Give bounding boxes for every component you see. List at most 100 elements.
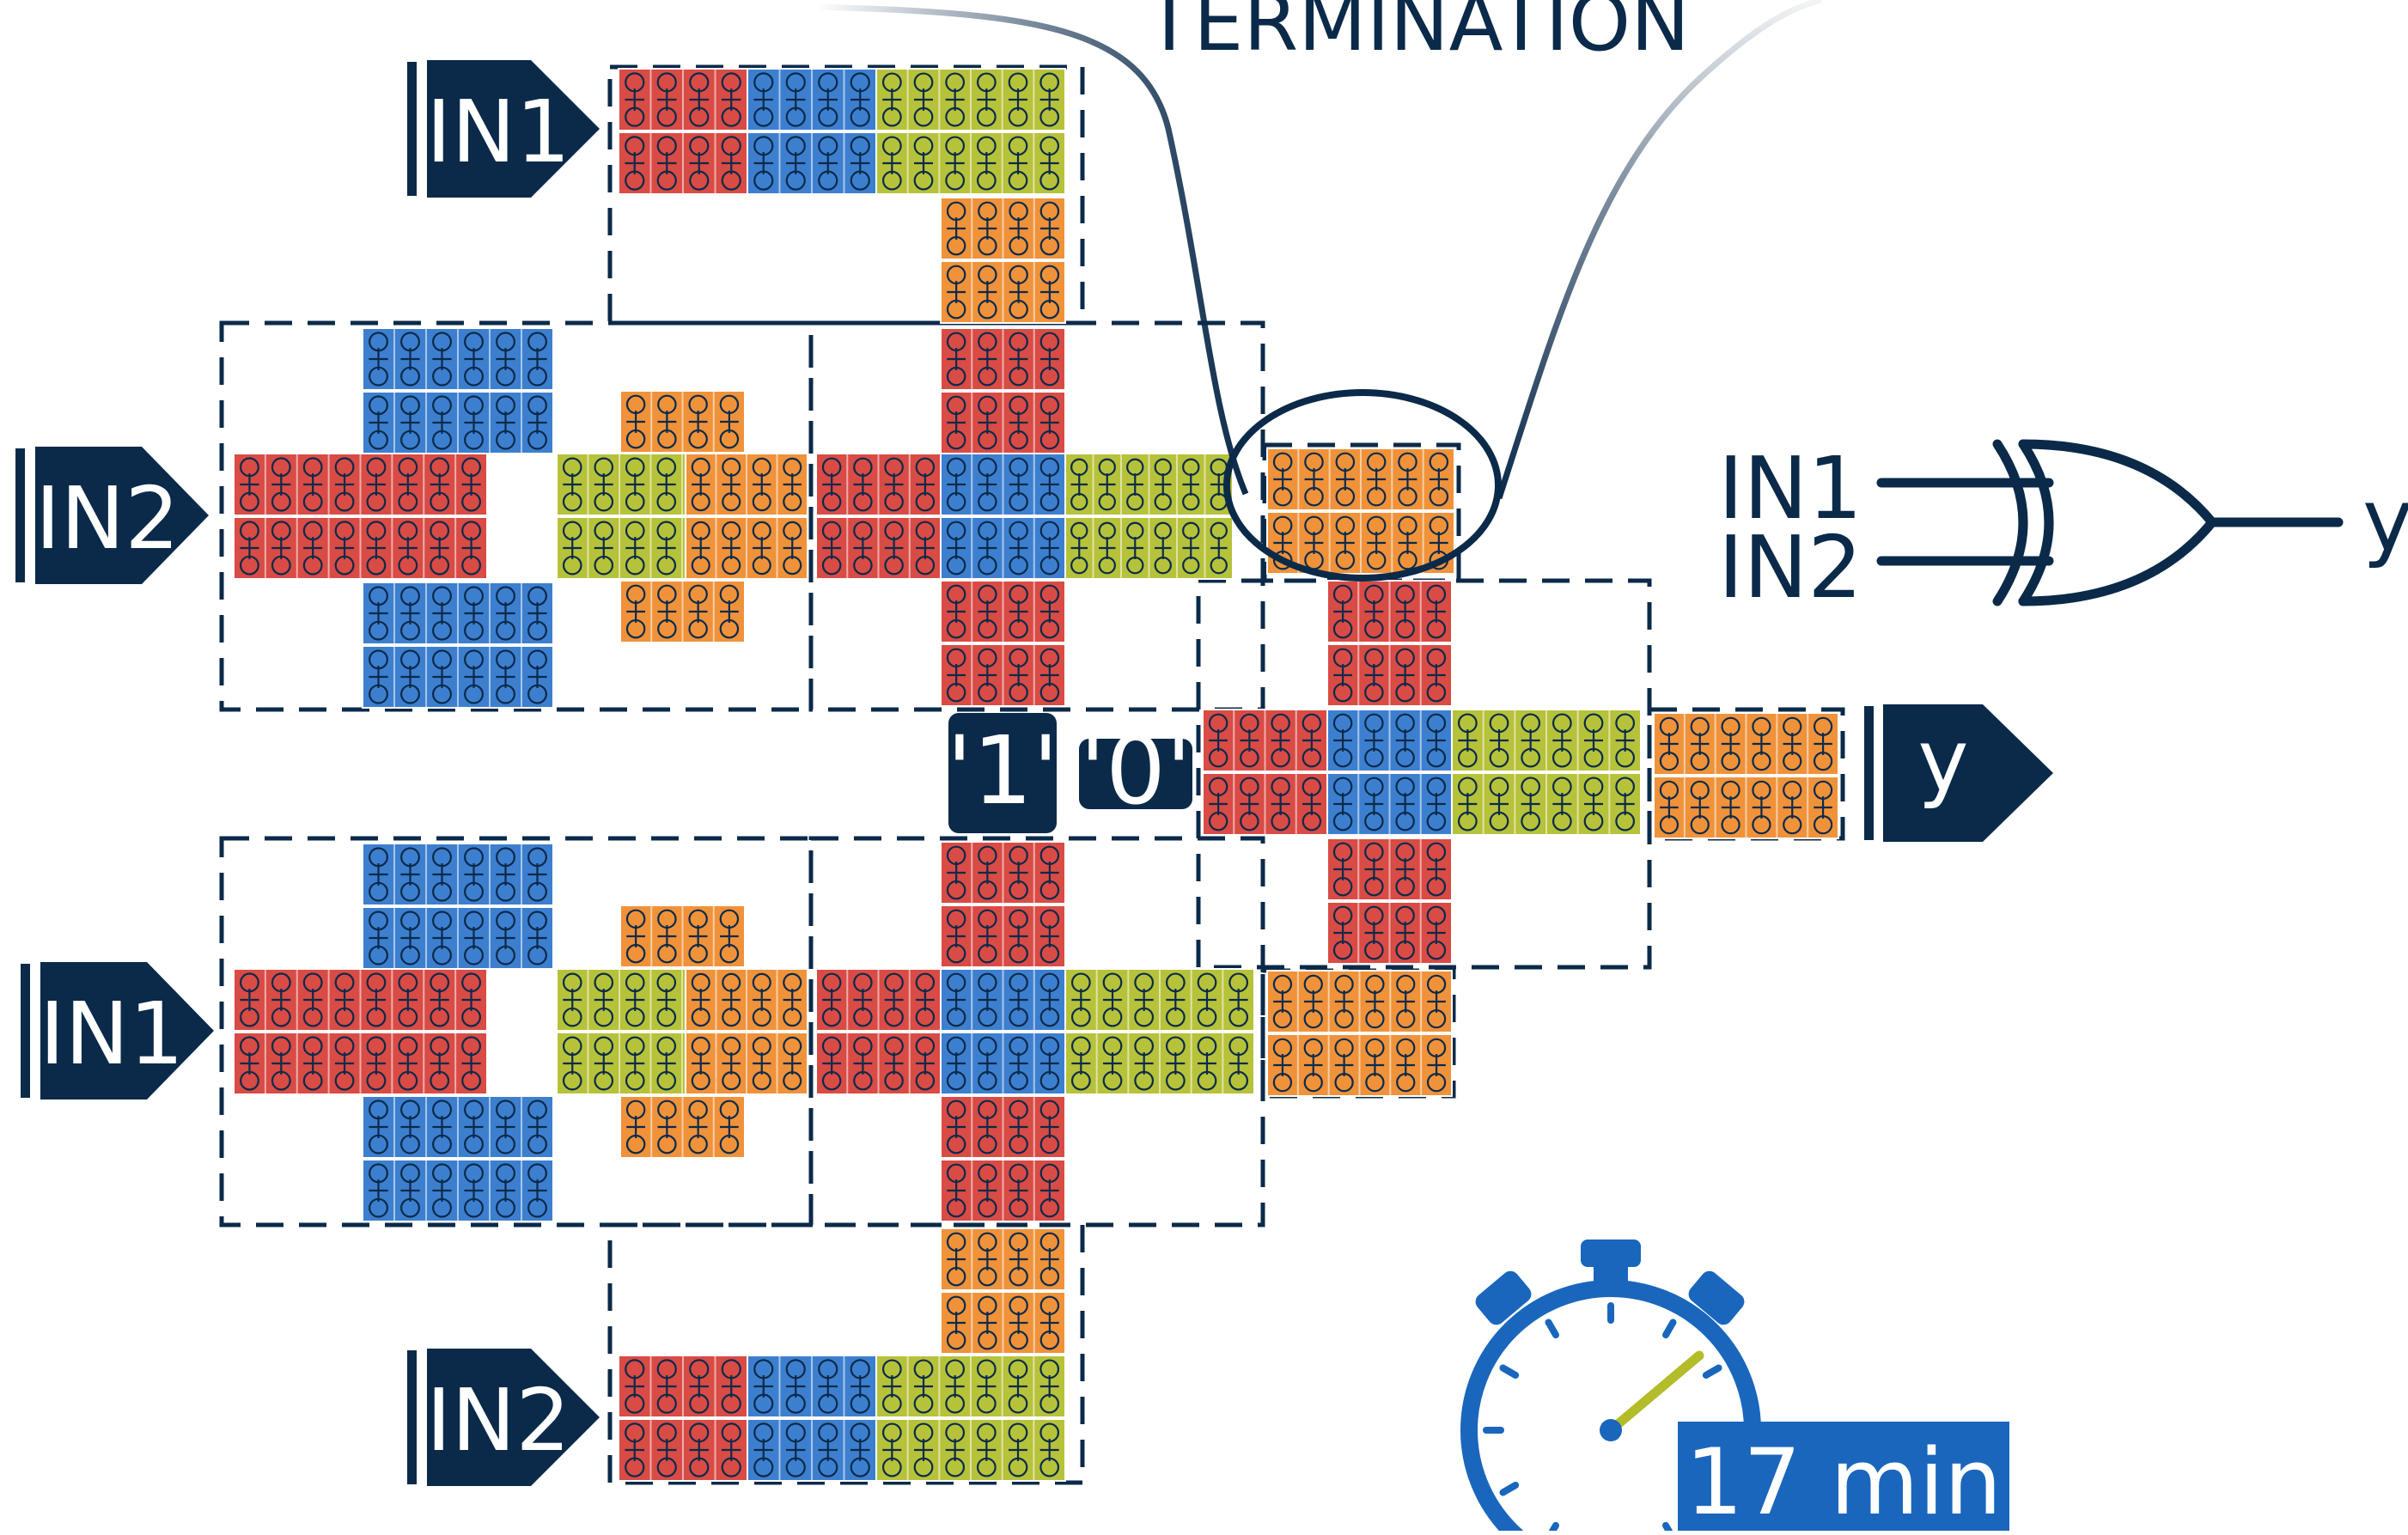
tile-green: [1064, 516, 1234, 580]
tile-orange: [685, 968, 808, 1032]
tile-blue: [362, 906, 554, 970]
stopwatch-tick: [1702, 1364, 1722, 1379]
stopwatch-tick: [1499, 1482, 1520, 1496]
tile-red: [618, 1355, 748, 1418]
module-box: [607, 1222, 1085, 1485]
in1-left-label: IN1: [40, 984, 184, 1084]
tile-orange: [619, 905, 746, 968]
tile-red: [1326, 643, 1453, 707]
gate-in1-label: IN1: [1718, 438, 1862, 539]
tile-blue: [1326, 709, 1453, 772]
input-tag-in2-bottom: IN2: [407, 1349, 600, 1486]
tile-green: [875, 1355, 1066, 1418]
tile-red: [233, 1032, 488, 1095]
tile-orange: [1266, 448, 1455, 511]
tile-blue: [1326, 772, 1453, 836]
stopwatch-tick: [1662, 1319, 1677, 1339]
tile-red: [233, 516, 488, 580]
tile-red: [1202, 709, 1328, 772]
termination-callout: TERMINATION: [815, 0, 1822, 582]
tile-red: [940, 1095, 1066, 1159]
output-tag-y: y: [1864, 704, 2053, 842]
tile-blue: [747, 1355, 877, 1418]
tile-red: [940, 391, 1066, 454]
tile-green: [1064, 968, 1255, 1032]
tile-green: [875, 68, 1066, 131]
tile-green: [875, 131, 1066, 195]
timer-label: 17 min: [1686, 1429, 2002, 1531]
tile-blue: [940, 453, 1066, 516]
tile-orange: [619, 1095, 746, 1159]
bit-label-one: '1': [947, 713, 1058, 833]
tile-red: [1326, 838, 1453, 901]
tile-orange: [685, 453, 808, 516]
stopwatch-tick: [1545, 1319, 1559, 1339]
input-tag-in1-top: IN1: [407, 60, 600, 198]
tile-green: [1064, 1032, 1255, 1095]
tile-blue: [747, 1418, 877, 1482]
tile-blue: [362, 327, 554, 391]
tile-red: [618, 131, 748, 195]
tile-red: [233, 968, 488, 1032]
tile-orange: [619, 390, 746, 454]
tile-blue: [747, 68, 877, 131]
tile-orange: [619, 580, 746, 643]
module-box: [1262, 442, 1461, 583]
tile-red: [815, 516, 942, 580]
xor-gate-symbol: IN1 IN2 y: [1718, 438, 2408, 618]
tile-red: [618, 1418, 748, 1482]
tile-red: [815, 968, 942, 1032]
tile-red: [940, 643, 1066, 707]
tile-red: [1326, 580, 1453, 643]
tile-red: [815, 453, 942, 516]
gate-in2-label: IN2: [1718, 517, 1862, 618]
tile-red: [940, 580, 1066, 643]
tile-orange: [940, 1227, 1066, 1291]
module-box: [1647, 707, 1845, 841]
tile-red: [940, 905, 1066, 968]
tile-orange: [940, 260, 1066, 324]
tile-blue: [747, 131, 877, 195]
tile-blue: [940, 968, 1066, 1032]
termination-label: TERMINATION: [1144, 0, 1690, 69]
tile-red: [618, 68, 748, 131]
tile-orange: [1653, 712, 1839, 776]
tile-blue: [362, 1095, 554, 1159]
tile-red: [940, 1159, 1066, 1222]
in1-top-label: IN1: [426, 82, 570, 182]
tile-blue: [362, 645, 554, 709]
tile-blue: [362, 391, 554, 454]
output-y-label: y: [1917, 710, 1968, 811]
termination-ellipse: [1223, 389, 1502, 582]
stopwatch-tick: [1499, 1364, 1520, 1379]
tile-blue: [362, 843, 554, 906]
tile-green: [1451, 709, 1642, 772]
tile-green: [875, 1418, 1066, 1482]
tile-assembly: [233, 68, 1839, 1482]
tile-blue: [940, 516, 1066, 580]
tile-red: [233, 453, 488, 516]
tile-green: [1451, 772, 1642, 836]
bit-label-zero: '0': [1079, 716, 1192, 825]
tile-orange: [1266, 1033, 1453, 1097]
tile-red: [940, 841, 1066, 905]
tile-blue: [362, 1159, 554, 1222]
input-tag-in1-left: IN1: [21, 962, 214, 1099]
gate-out-label: y: [2362, 470, 2408, 570]
tile-orange: [940, 197, 1066, 260]
tile-red: [815, 1032, 942, 1095]
input-tag-in2-left: IN2: [15, 447, 209, 584]
bit-one-text: '1': [947, 716, 1058, 825]
tile-red: [940, 327, 1066, 391]
tile-blue: [940, 1032, 1066, 1095]
bit-zero-text: '0': [1080, 716, 1192, 825]
tile-red: [1326, 901, 1453, 965]
tile-green: [1064, 453, 1234, 516]
tile-orange: [1266, 970, 1453, 1033]
tile-orange: [1653, 776, 1839, 839]
tile-orange: [940, 1291, 1066, 1355]
tile-orange: [685, 1032, 808, 1095]
in2-bottom-label: IN2: [426, 1370, 570, 1471]
